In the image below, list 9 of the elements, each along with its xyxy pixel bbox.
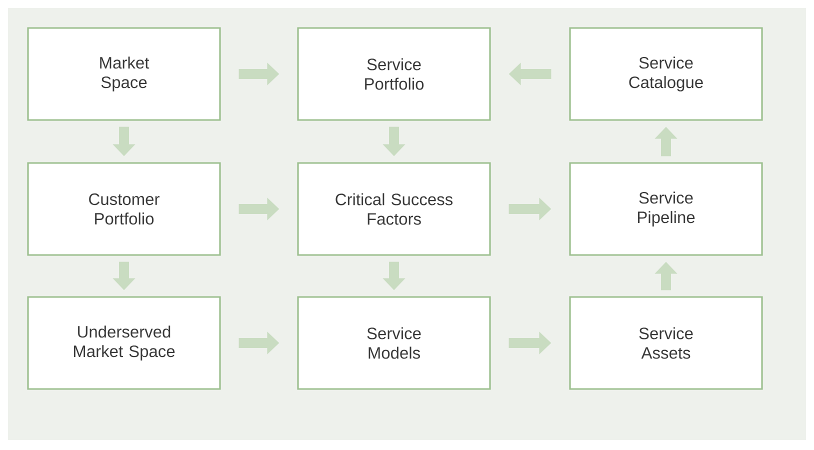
process-box: Service Portfolio [297, 27, 491, 121]
process-box: Customer Portfolio [27, 162, 221, 256]
process-box: Market Space [27, 27, 221, 121]
process-box: Service Pipeline [569, 162, 763, 256]
process-box: Service Catalogue [569, 27, 763, 121]
process-box: Service Models [297, 296, 491, 390]
process-box: Underserved Market Space [27, 296, 221, 390]
process-box: Critical Success Factors [297, 162, 491, 256]
process-box: Service Assets [569, 296, 763, 390]
